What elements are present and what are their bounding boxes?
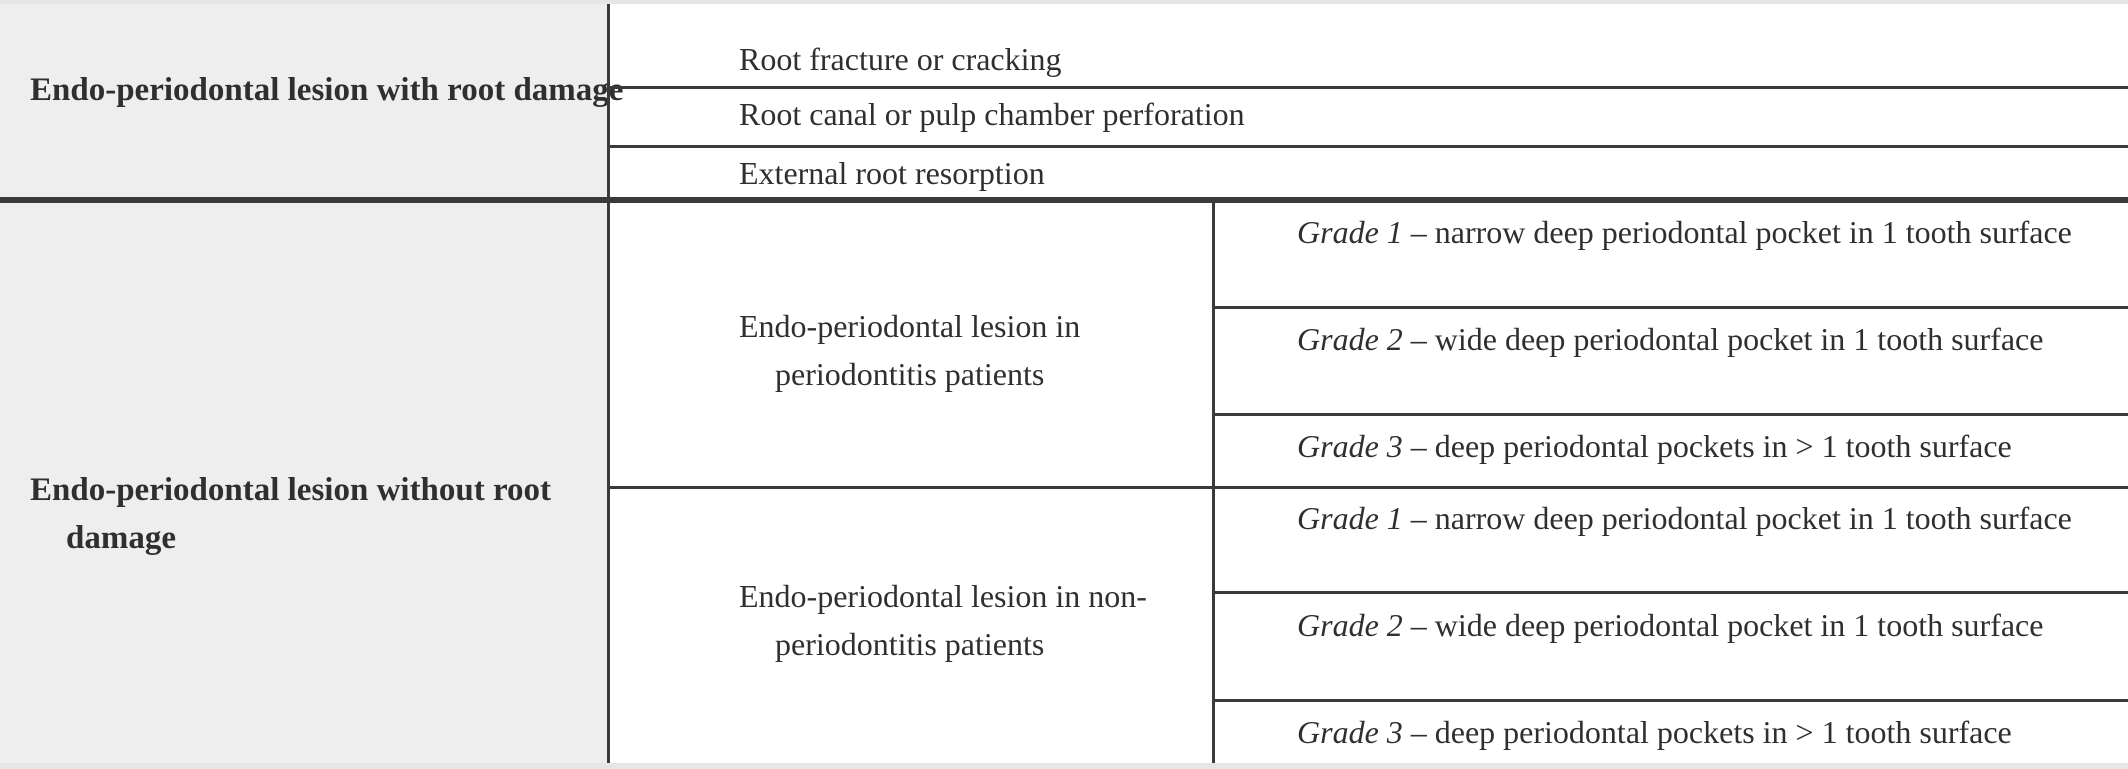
root-damage-item: Root fracture or cracking (739, 41, 1062, 77)
root-damage-item: Root canal or pulp chamber perforation (739, 96, 1245, 132)
column-divider (607, 4, 610, 763)
row-divider (1215, 699, 2128, 702)
grade-label: Grade 1 (1297, 214, 1403, 250)
grade-row: Grade 3 – deep periodontal pockets in > … (1297, 422, 2122, 470)
grade-description: – deep periodontal pockets in > 1 tooth … (1402, 428, 2012, 464)
grade-label: Grade 1 (1297, 500, 1403, 536)
grade-description: – deep periodontal pockets in > 1 tooth … (1402, 714, 2012, 750)
row-divider (610, 86, 2128, 89)
subgroup-label: Endo-periodontal lesion in periodontitis… (739, 308, 1081, 392)
row-divider (1215, 413, 2128, 416)
grade-label: Grade 2 (1297, 607, 1403, 643)
grade-description: – narrow deep periodontal pocket in 1 to… (1402, 500, 2072, 536)
grade-description: – wide deep periodontal pocket in 1 toot… (1402, 321, 2044, 357)
top-border (0, 0, 2128, 4)
column-divider (1212, 200, 1215, 763)
category-label: Endo-periodontal lesion without root dam… (30, 472, 552, 556)
grade-label: Grade 3 (1297, 714, 1403, 750)
grade-description: – narrow deep periodontal pocket in 1 to… (1402, 214, 2072, 250)
subgroup-label: Endo-periodontal lesion in non-periodont… (739, 578, 1147, 662)
grade-row: Grade 2 – wide deep periodontal pocket i… (1297, 315, 2122, 363)
grade-row: Grade 2 – wide deep periodontal pocket i… (1297, 601, 2122, 649)
grade-row: Grade 3 – deep periodontal pockets in > … (1297, 708, 2122, 756)
grade-label: Grade 3 (1297, 428, 1403, 464)
category-divider (0, 197, 2128, 203)
row-divider (1215, 591, 2128, 594)
grade-description: – wide deep periodontal pocket in 1 toot… (1402, 607, 2044, 643)
category-cell-without-root-damage: Endo-periodontal lesion without root dam… (0, 200, 608, 763)
grade-row: Grade 1 – narrow deep periodontal pocket… (1297, 208, 2122, 256)
grade-label: Grade 2 (1297, 321, 1403, 357)
category-label: Endo-periodontal lesion with root damage (30, 72, 624, 108)
row-divider (1215, 306, 2128, 309)
row-divider (610, 145, 2128, 148)
category-cell-with-root-damage: Endo-periodontal lesion with root damage (0, 4, 623, 200)
root-damage-item: External root resorption (739, 155, 1045, 191)
grade-row: Grade 1 – narrow deep periodontal pocket… (1297, 494, 2122, 542)
subgroup-divider (610, 486, 2128, 489)
bottom-border (0, 763, 2128, 769)
